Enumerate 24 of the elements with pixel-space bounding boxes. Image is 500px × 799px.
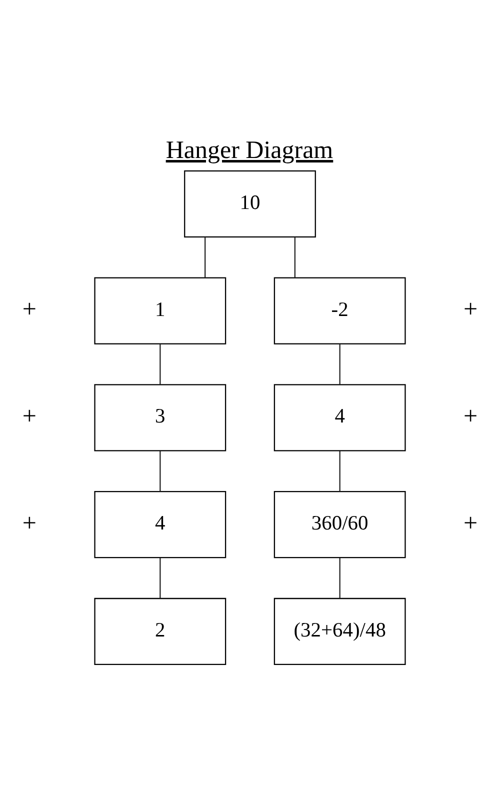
label: + — [22, 296, 36, 324]
label: + — [464, 296, 478, 324]
node-box: 10 — [184, 170, 316, 238]
connector — [294, 237, 296, 278]
node-box: 3 — [94, 384, 226, 452]
connector — [160, 450, 161, 492]
node-box: 360/60 — [274, 491, 406, 558]
node-box: 1 — [94, 277, 226, 344]
node-box: 4 — [94, 491, 226, 558]
connector — [160, 344, 161, 384]
connector — [160, 558, 161, 598]
connector — [339, 450, 340, 492]
label: + — [464, 403, 478, 430]
node-box: -2 — [274, 277, 406, 344]
diagram-title: Hanger Diagram — [166, 136, 334, 164]
node-box: (32+64)/48 — [274, 598, 406, 666]
label: + — [22, 403, 36, 430]
connector — [204, 237, 206, 278]
connector — [339, 344, 340, 384]
label: + — [464, 510, 478, 537]
label: + — [22, 510, 36, 537]
connector — [339, 558, 340, 598]
node-box: 2 — [94, 598, 226, 666]
node-box: 4 — [274, 384, 406, 452]
